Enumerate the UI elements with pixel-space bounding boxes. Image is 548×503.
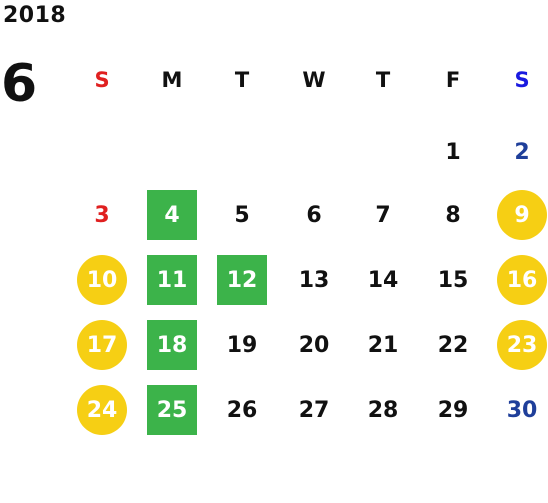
weekday-header-wednesday: W: [302, 68, 326, 92]
day-cell-20[interactable]: 20: [298, 332, 330, 358]
day-cell-27[interactable]: 27: [298, 397, 330, 423]
day-cell-13[interactable]: 13: [298, 267, 330, 293]
weekday-header-monday: M: [161, 68, 183, 92]
day-cell-11[interactable]: 11: [147, 255, 197, 305]
day-cell-1[interactable]: 1: [445, 139, 461, 165]
day-cell-7[interactable]: 7: [375, 202, 391, 228]
weekday-header-thursday: T: [375, 68, 391, 92]
day-cell-19[interactable]: 19: [226, 332, 258, 358]
day-cell-3[interactable]: 3: [94, 202, 110, 228]
day-cell-16[interactable]: 16: [497, 255, 547, 305]
day-cell-30[interactable]: 30: [506, 397, 538, 423]
day-cell-24[interactable]: 24: [77, 385, 127, 435]
day-cell-14[interactable]: 14: [367, 267, 399, 293]
day-cell-6[interactable]: 6: [306, 202, 322, 228]
day-cell-29[interactable]: 29: [437, 397, 469, 423]
day-cell-15[interactable]: 15: [437, 267, 469, 293]
weekday-header-tuesday: T: [234, 68, 250, 92]
month-number: 6: [1, 54, 38, 114]
day-cell-26[interactable]: 26: [226, 397, 258, 423]
day-cell-28[interactable]: 28: [367, 397, 399, 423]
day-cell-18[interactable]: 18: [147, 320, 197, 370]
day-cell-12[interactable]: 12: [217, 255, 267, 305]
day-cell-21[interactable]: 21: [367, 332, 399, 358]
day-cell-5[interactable]: 5: [234, 202, 250, 228]
day-cell-9[interactable]: 9: [497, 190, 547, 240]
day-cell-25[interactable]: 25: [147, 385, 197, 435]
day-cell-17[interactable]: 17: [77, 320, 127, 370]
weekday-header-sunday: S: [94, 68, 110, 92]
weekday-header-saturday: S: [514, 68, 530, 92]
day-cell-2[interactable]: 2: [514, 139, 530, 165]
day-cell-10[interactable]: 10: [77, 255, 127, 305]
day-cell-22[interactable]: 22: [437, 332, 469, 358]
day-cell-4[interactable]: 4: [147, 190, 197, 240]
year-label: 2018: [3, 3, 67, 28]
day-cell-23[interactable]: 23: [497, 320, 547, 370]
day-cell-8[interactable]: 8: [445, 202, 461, 228]
weekday-header-friday: F: [445, 68, 461, 92]
